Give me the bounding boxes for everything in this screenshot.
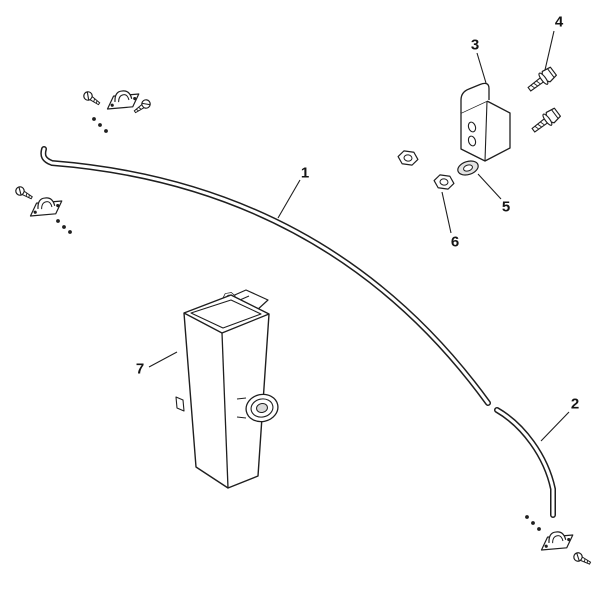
clamp-assembly-lower-right [525, 515, 593, 568]
leader-line-7 [148, 351, 178, 368]
clamp-assembly-middle-left [13, 184, 72, 234]
callout-6: 6 [450, 233, 460, 251]
screw [571, 550, 593, 568]
part-7-container-box [175, 289, 279, 489]
clamp-assembly-upper-left [81, 86, 153, 133]
clamp [537, 527, 577, 555]
part-5-washer [457, 160, 479, 176]
part-2-lower-tube [494, 407, 556, 518]
screw [13, 184, 35, 202]
part-4-bolt-upper [524, 65, 559, 96]
part-3-bracket [460, 82, 511, 162]
screw [81, 89, 103, 108]
callout-5: 5 [501, 198, 511, 216]
leader-line-1 [277, 179, 301, 219]
leader-line-4 [544, 30, 555, 71]
leader-line-6 [441, 191, 452, 234]
part-6-nut-left [396, 149, 420, 167]
clamp [26, 193, 66, 221]
leader-line-5 [477, 173, 502, 200]
callout-3: 3 [470, 36, 480, 54]
leader-line-3 [476, 52, 487, 84]
callout-4: 4 [554, 13, 564, 31]
callout-7: 7 [135, 360, 145, 378]
leader-line-2 [540, 411, 570, 442]
part-6-nut-right [432, 173, 456, 191]
leader-lines [148, 30, 570, 442]
callout-2: 2 [570, 395, 580, 413]
part-1-main-tube [40, 146, 491, 406]
callout-1: 1 [300, 164, 310, 182]
part-4-bolt-lower [528, 106, 563, 137]
